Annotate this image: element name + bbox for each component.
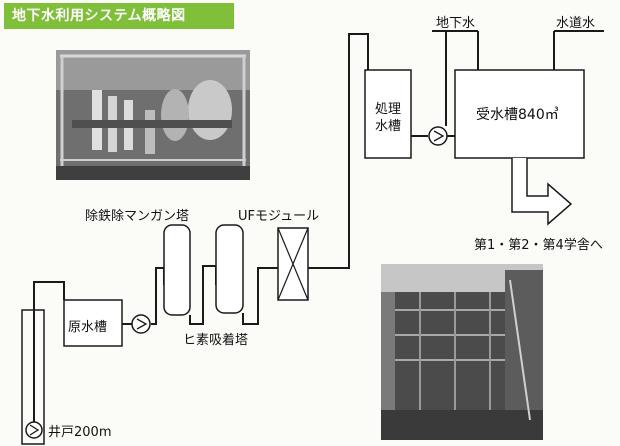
pump-icon	[428, 126, 448, 146]
pump-icon	[25, 421, 43, 439]
treated-tank-label-2: 水槽	[375, 119, 402, 134]
pipe-uf-to-treated-tank	[308, 33, 369, 269]
well-label: 井戸200m	[48, 425, 112, 440]
pipe-arsenic-to-uf	[242, 267, 278, 325]
uf-module	[277, 227, 309, 301]
groundwater-label: 地下水	[436, 16, 476, 31]
receiving-tank-label: 受水槽840㎥	[476, 107, 559, 123]
iron-manganese-tower	[163, 224, 191, 316]
equipment-photo	[56, 50, 250, 180]
iron-removal-label: 除鉄除マンガン塔	[85, 209, 190, 224]
pipe-pump-to-iron-tower	[151, 267, 165, 325]
raw-tank-label: 原水槽	[68, 320, 108, 335]
well-casing	[21, 309, 45, 445]
building-photo	[381, 264, 543, 440]
raw-water-tank	[63, 299, 123, 347]
pipe-iron-to-arsenic	[189, 265, 217, 325]
destination-label: 第1・第2・第4学舎へ	[474, 238, 603, 253]
pump-icon	[131, 314, 151, 334]
pipe-lines	[33, 30, 604, 424]
treated-tank-label-1: 処理	[375, 102, 402, 117]
city-water-label: 水道水	[556, 16, 596, 31]
flow-arrow-icon	[511, 158, 573, 226]
diagram-title: 地下水利用システム概略図	[4, 3, 234, 29]
pipe-well-to-raw-tank	[33, 281, 65, 424]
treated-water-tank	[364, 69, 412, 159]
arsenic-label: ヒ素吸着塔	[183, 333, 249, 348]
arsenic-adsorption-tower	[215, 224, 244, 314]
uf-module-label: UFモジュール	[238, 209, 320, 224]
receiving-tank	[454, 69, 585, 159]
